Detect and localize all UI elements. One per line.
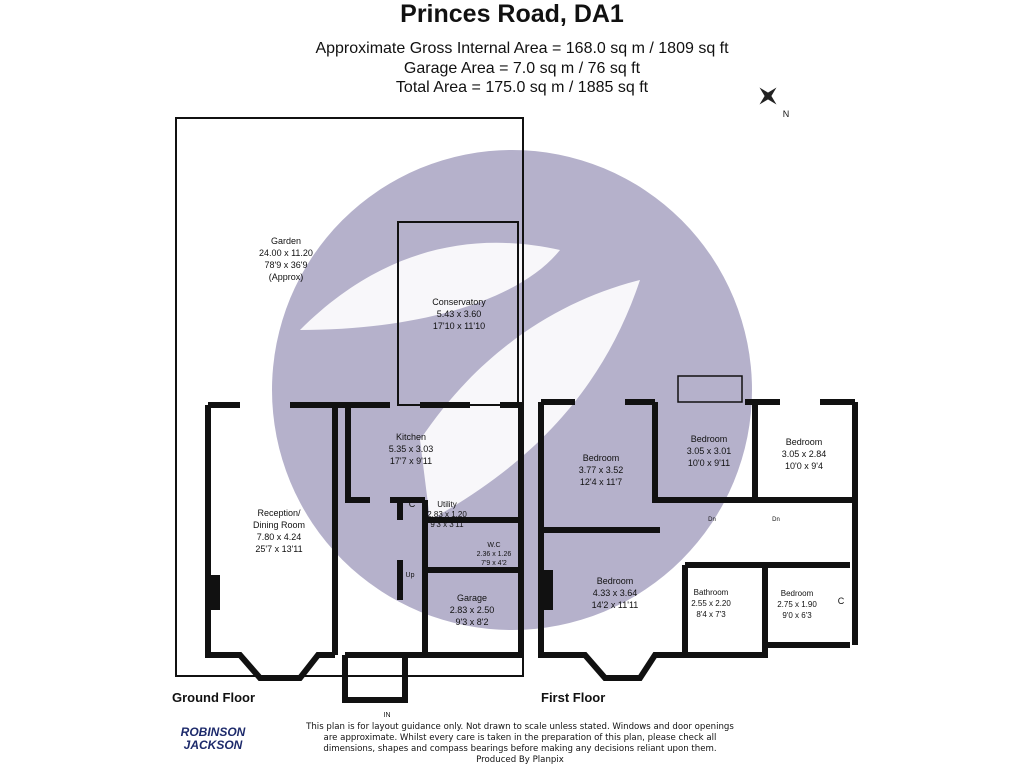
svg-text:Bedroom: Bedroom	[781, 589, 814, 598]
svg-text:8'4 x 7'3: 8'4 x 7'3	[696, 610, 726, 619]
svg-text:Bedroom: Bedroom	[691, 434, 728, 444]
svg-text:(Approx): (Approx)	[269, 272, 304, 282]
svg-text:7.80 x 4.24: 7.80 x 4.24	[257, 532, 302, 542]
disclaimer: This plan is for layout guidance only. N…	[300, 722, 740, 766]
svg-text:3.05 x 3.01: 3.05 x 3.01	[687, 446, 732, 456]
room-bedroom-4: Bedroom 4.33 x 3.64 14'2 x 11'11	[592, 576, 639, 610]
svg-text:78'9 x 36'9: 78'9 x 36'9	[265, 260, 308, 270]
svg-text:10'0 x 9'4: 10'0 x 9'4	[785, 461, 823, 471]
svg-text:Bedroom: Bedroom	[786, 437, 823, 447]
svg-text:Utility: Utility	[437, 500, 457, 509]
svg-text:Garage: Garage	[457, 593, 487, 603]
svg-text:7'9 x 4'2: 7'9 x 4'2	[481, 560, 507, 567]
first-floor-cupboard-label: C	[838, 596, 845, 606]
svg-text:2.75 x 1.90: 2.75 x 1.90	[777, 600, 817, 609]
first-floor-walls	[538, 399, 858, 681]
svg-text:W.C: W.C	[487, 542, 500, 549]
svg-text:14'2 x 11'11: 14'2 x 11'11	[592, 600, 639, 610]
svg-text:Conservatory: Conservatory	[432, 297, 486, 307]
svg-text:2.36 x 1.26: 2.36 x 1.26	[477, 551, 512, 558]
room-bedroom-5: Bedroom 2.75 x 1.90 9'0 x 6'3	[777, 589, 817, 620]
svg-text:Kitchen: Kitchen	[396, 432, 426, 442]
svg-text:9'3 x 3'11: 9'3 x 3'11	[430, 520, 464, 529]
svg-text:Bedroom: Bedroom	[583, 453, 620, 463]
svg-text:2.55 x 2.20: 2.55 x 2.20	[691, 599, 731, 608]
svg-text:4.33 x 3.64: 4.33 x 3.64	[593, 588, 638, 598]
room-bedroom-1: Bedroom 3.77 x 3.52 12'4 x 11'7	[579, 453, 624, 487]
svg-text:12'4 x 11'7: 12'4 x 11'7	[580, 477, 622, 487]
room-bedroom-2: Bedroom 3.05 x 3.01 10'0 x 9'11	[687, 434, 732, 468]
room-reception: Reception/ Dining Room 7.80 x 4.24 25'7 …	[253, 508, 305, 554]
svg-text:25'7 x 13'11: 25'7 x 13'11	[255, 544, 302, 554]
svg-text:3.77 x 3.52: 3.77 x 3.52	[579, 465, 624, 475]
ground-floor-walls	[205, 402, 524, 703]
watermark-logo	[272, 150, 752, 630]
garden-boundary	[175, 117, 524, 677]
room-garage: Garage 2.83 x 2.50 9'3 x 8'2	[450, 593, 495, 627]
stairs-down-label-2: Dn	[772, 517, 780, 523]
gross-internal-area: Approximate Gross Internal Area = 168.0 …	[315, 40, 729, 57]
entrance-label: IN	[384, 712, 391, 719]
room-wc: W.C 2.36 x 1.26 7'9 x 4'2	[477, 542, 512, 567]
svg-text:Dining Room: Dining Room	[253, 520, 305, 530]
garage-area: Garage Area = 7.0 sq m / 76 sq ft	[403, 60, 641, 77]
compass-north-label: N	[783, 109, 790, 119]
svg-text:9'3 x 8'2: 9'3 x 8'2	[456, 617, 489, 627]
first-floor-label: First Floor	[541, 690, 606, 705]
svg-text:2.83 x 2.50: 2.83 x 2.50	[450, 605, 495, 615]
room-kitchen: Kitchen 5.35 x 3.03 17'7 x 9'11	[389, 432, 434, 466]
svg-text:17'7 x 9'11: 17'7 x 9'11	[390, 456, 432, 466]
svg-text:17'10 x 11'10: 17'10 x 11'10	[433, 321, 485, 331]
svg-text:3.05 x 2.84: 3.05 x 2.84	[782, 449, 827, 459]
room-utility: Utility 2.83 x 1.20 9'3 x 3'11	[427, 500, 467, 529]
room-conservatory: Conservatory 5.43 x 3.60 17'10 x 11'10	[432, 297, 486, 331]
svg-text:Reception/: Reception/	[257, 508, 301, 518]
svg-text:5.43 x 3.60: 5.43 x 3.60	[437, 309, 482, 319]
svg-text:9'0 x 6'3: 9'0 x 6'3	[782, 611, 812, 620]
svg-text:5.35 x 3.03: 5.35 x 3.03	[389, 444, 434, 454]
ground-floor-label: Ground Floor	[172, 690, 256, 705]
total-area: Total Area = 175.0 sq m / 1885 sq ft	[395, 79, 649, 96]
svg-text:Garden: Garden	[271, 236, 301, 246]
room-bedroom-3: Bedroom 3.05 x 2.84 10'0 x 9'4	[782, 437, 827, 471]
cupboard-label: C	[409, 499, 416, 509]
svg-text:2.83 x 1.20: 2.83 x 1.20	[427, 510, 467, 519]
svg-text:10'0 x 9'11: 10'0 x 9'11	[688, 458, 730, 468]
compass-icon	[759, 87, 777, 105]
page-title: Princes Road, DA1	[400, 0, 624, 28]
produced-by: Produced By Planpix	[476, 755, 564, 765]
svg-text:Bedroom: Bedroom	[597, 576, 634, 586]
room-bathroom: Bathroom 2.55 x 2.20 8'4 x 7'3	[691, 588, 731, 619]
room-garden: Garden 24.00 x 11.20 78'9 x 36'9 (Approx…	[259, 236, 313, 282]
stairs-down-label-1: Dn	[708, 517, 716, 523]
stairs-up-label: Up	[406, 572, 415, 579]
svg-text:Bathroom: Bathroom	[694, 588, 729, 597]
svg-text:24.00 x 11.20: 24.00 x 11.20	[259, 248, 313, 258]
